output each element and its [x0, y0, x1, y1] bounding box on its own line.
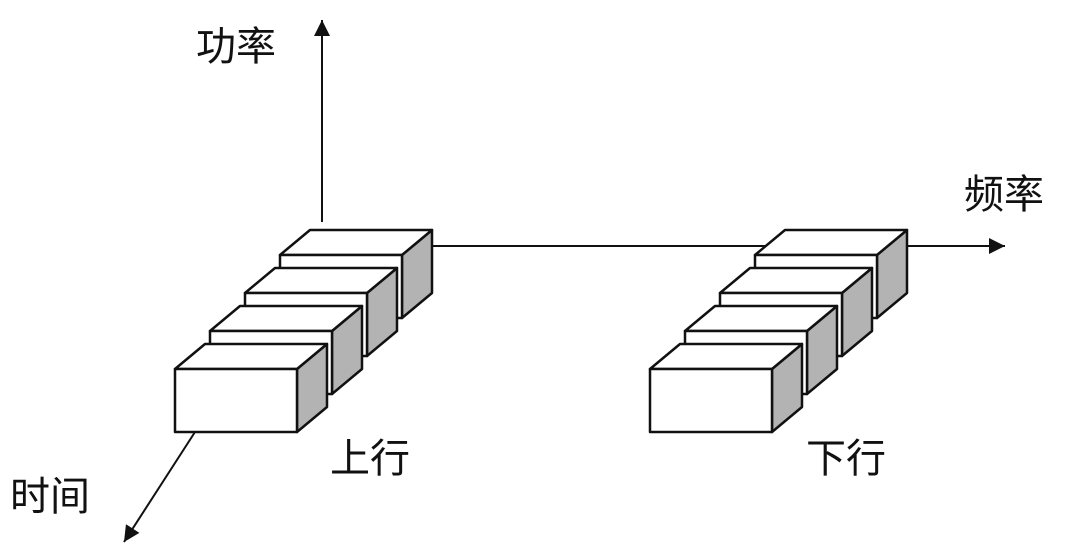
downlink-label: 下行: [806, 436, 886, 482]
power-axis-label: 功率: [196, 24, 276, 70]
downlink-block-group: [648, 228, 909, 434]
uplink-label: 上行: [330, 436, 410, 482]
block-front-face: [173, 367, 299, 434]
block: [173, 342, 329, 434]
time-axis: [123, 431, 196, 543]
frequency-axis-label: 频率: [964, 172, 1044, 218]
time-axis-label: 时间: [10, 474, 90, 520]
block-front-face: [648, 367, 774, 434]
uplink-block-group: [173, 228, 434, 434]
block: [648, 342, 804, 434]
